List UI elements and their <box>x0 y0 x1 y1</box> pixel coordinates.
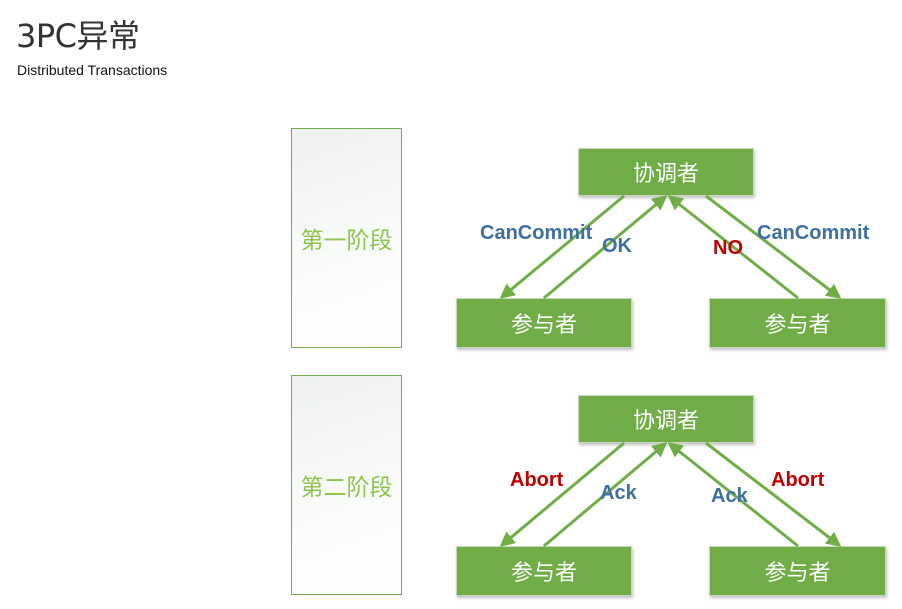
phase-2-participant-left-node: 参与者 <box>456 546 632 596</box>
phase-2-coordinator-node: 协调者 <box>578 395 754 443</box>
participant-label: 参与者 <box>510 313 577 338</box>
phase-1-msg-cancommit-right: CanCommit <box>757 222 870 244</box>
participant-label: 参与者 <box>510 561 577 586</box>
phase-1-msg-cancommit-left: CanCommit <box>480 222 593 244</box>
participant-label: 参与者 <box>764 313 831 338</box>
page-title: 3PC异常 <box>16 17 140 55</box>
page-subtitle: Distributed Transactions <box>17 62 168 78</box>
phase-2-msg-ack-left: Ack <box>600 482 637 504</box>
phase-2-msg-ack-right: Ack <box>711 485 748 507</box>
phase-1-participant-left-node: 参与者 <box>456 298 632 348</box>
coordinator-label: 协调者 <box>632 162 699 187</box>
phase-2-msg-abort-left: Abort <box>510 469 564 491</box>
phase-2-box: 第二阶段 <box>291 375 402 595</box>
phase-2-msg-abort-right: Abort <box>771 469 825 491</box>
phase-1-coordinator-node: 协调者 <box>578 148 754 196</box>
phase-2-participant-right-node: 参与者 <box>709 546 886 596</box>
phase-1-participant-right-node: 参与者 <box>709 298 886 348</box>
phase-1-box: 第一阶段 <box>291 128 402 348</box>
phase-2-label: 第二阶段 <box>300 475 393 501</box>
participant-label: 参与者 <box>764 561 831 586</box>
phase-1-msg-no: NO <box>713 237 743 259</box>
phase-1-msg-ok: OK <box>602 235 632 257</box>
coordinator-label: 协调者 <box>632 409 699 434</box>
phase-1-label: 第一阶段 <box>300 228 393 254</box>
